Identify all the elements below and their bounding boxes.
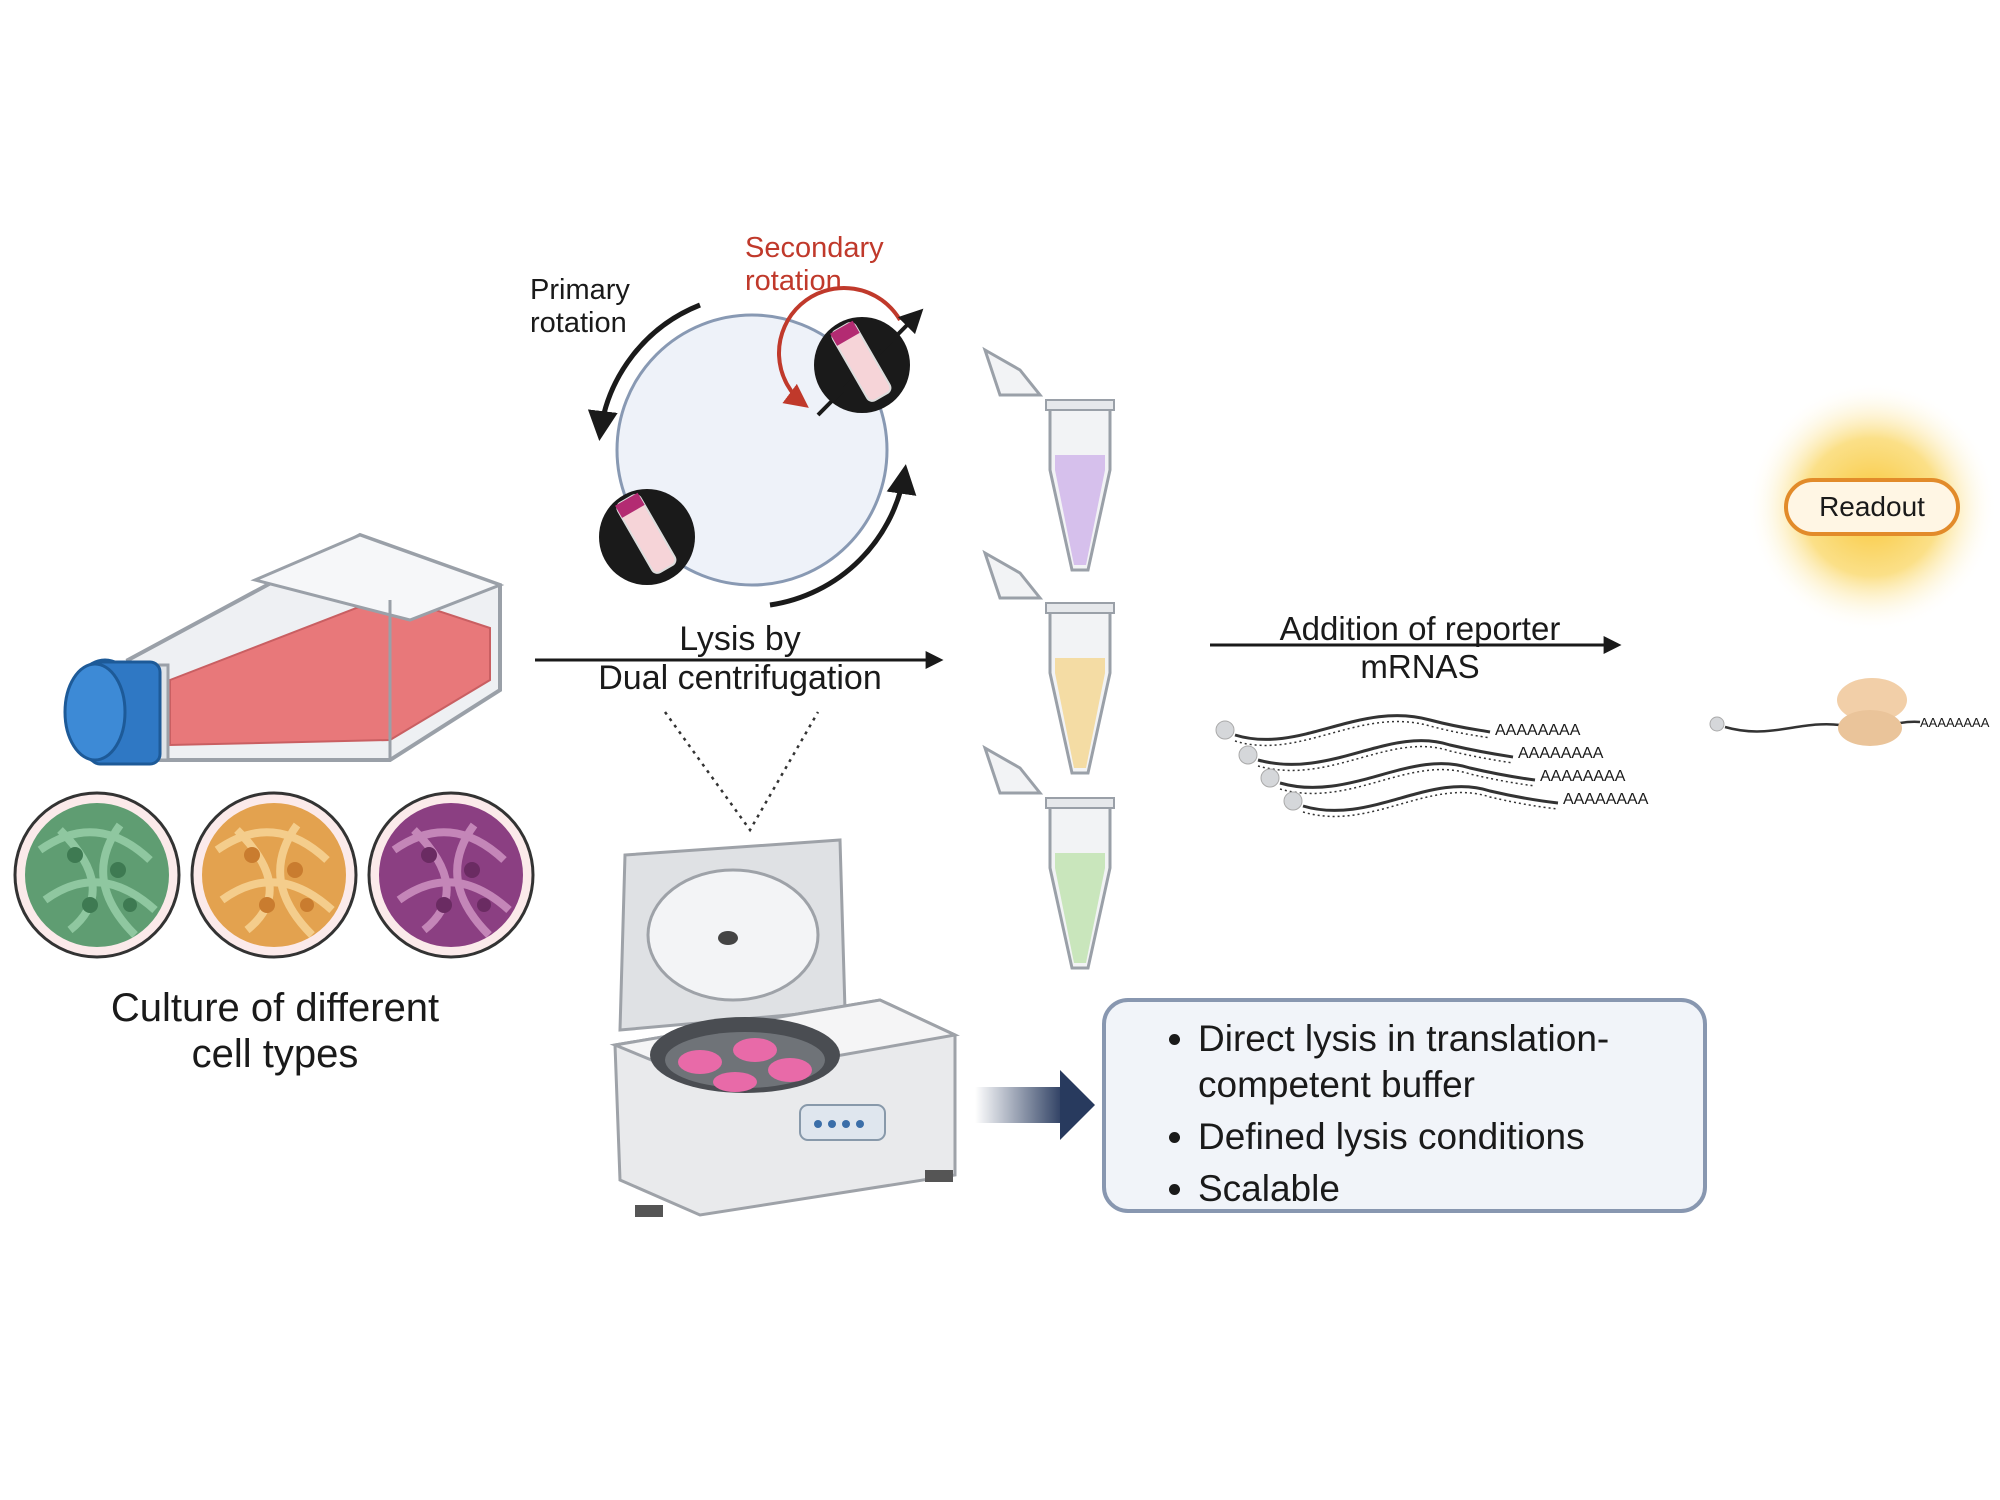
translating-ribosome-icon — [1709, 678, 1921, 746]
bullet-item: Scalable — [1198, 1166, 1683, 1212]
polya-tail-label: AAAAAAAA — [1563, 791, 1649, 808]
lysate-tube-green-icon — [982, 744, 1115, 970]
rotation-diagram — [587, 286, 924, 608]
polya-tail-label: AAAAAAAA — [1920, 715, 1990, 730]
cell-culture-purple-icon — [367, 791, 535, 959]
cell-culture-orange-icon — [190, 791, 358, 959]
centrifuge-icon — [609, 838, 960, 1217]
result-arrow-icon — [975, 1070, 1095, 1140]
sample-holder-top-icon — [814, 308, 924, 417]
zoom-lines — [663, 711, 820, 833]
primary-rotation-arrow-bottom — [769, 464, 917, 608]
bullet-item: Defined lysis conditions — [1198, 1114, 1683, 1160]
sample-holder-bottom-icon — [599, 489, 695, 585]
polya-tail-label: AAAAAAAA — [1518, 745, 1604, 762]
cell-culture-green-icon — [13, 791, 181, 959]
lysate-tube-yellow-icon — [982, 549, 1115, 775]
readout-badge: Readout — [1784, 478, 1960, 536]
polya-tail-label: AAAAAAAA — [1540, 768, 1626, 785]
polya-tail-label: AAAAAAAA — [1495, 722, 1581, 739]
bullet-item: Direct lysis in translation-competent bu… — [1198, 1016, 1683, 1108]
lysate-tube-purple-icon — [982, 346, 1115, 572]
reporter-mrnas-icon — [1215, 714, 1559, 818]
culture-flask-icon — [63, 532, 505, 766]
secondary-rotation-arrow — [777, 286, 902, 408]
advantages-box: Direct lysis in translation-competent bu… — [1102, 998, 1707, 1213]
primary-rotation-arrow-top — [587, 302, 701, 441]
